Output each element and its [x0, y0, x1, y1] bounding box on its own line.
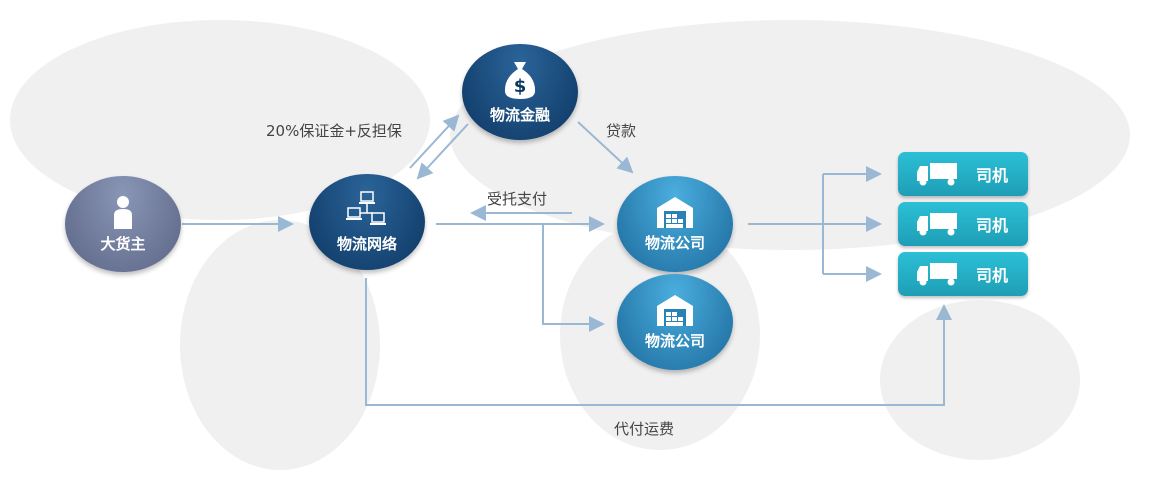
warehouse-icon: [657, 294, 693, 326]
edge-label-loan: 贷款: [606, 122, 637, 140]
edge-label-freight-payment: 代付运费: [614, 420, 675, 438]
node-cargo-owner: 大货主: [65, 176, 181, 272]
driver-label: 司机: [976, 166, 1009, 185]
arrow-network-to-company-2: [542, 224, 605, 332]
driver-label: 司机: [976, 266, 1009, 285]
money-bag-icon: $: [504, 61, 536, 99]
driver-label: 司机: [976, 216, 1009, 235]
node-logistics-finance: $ 物流金融: [462, 44, 578, 140]
node-label: 物流公司: [644, 233, 705, 252]
driver-card-2: 司机: [898, 202, 1028, 246]
driver-card-3: 司机: [898, 252, 1028, 296]
truck-icon: [917, 213, 957, 236]
person-icon: [114, 195, 132, 229]
arrow-finance-to-company: [577, 121, 634, 174]
node-label: 大货主: [100, 234, 146, 253]
truck-icon: [917, 163, 957, 186]
driver-card-1: 司机: [898, 152, 1028, 196]
svg-text:$: $: [514, 76, 527, 97]
node-label: 物流公司: [644, 331, 705, 350]
warehouse-icon: [657, 196, 693, 228]
node-logistics-company-2: 物流公司: [617, 274, 733, 370]
arrow-freight-payment: [365, 278, 952, 406]
node-label: 物流网络: [336, 234, 397, 253]
arrow-network-to-finance: [409, 114, 460, 169]
arrow-finance-to-network: [416, 123, 469, 180]
node-logistics-company-1: 物流公司: [617, 176, 733, 272]
truck-icon: [917, 263, 957, 286]
world-map-background: [880, 300, 1080, 460]
node-label: 物流金融: [489, 105, 550, 124]
edge-label-guarantee: 20%保证金+反担保: [266, 122, 402, 140]
node-logistics-network: 物流网络: [309, 174, 425, 270]
edge-label-entrusted-payment: 受托支付: [487, 190, 548, 208]
network-computers-icon: [346, 190, 386, 225]
